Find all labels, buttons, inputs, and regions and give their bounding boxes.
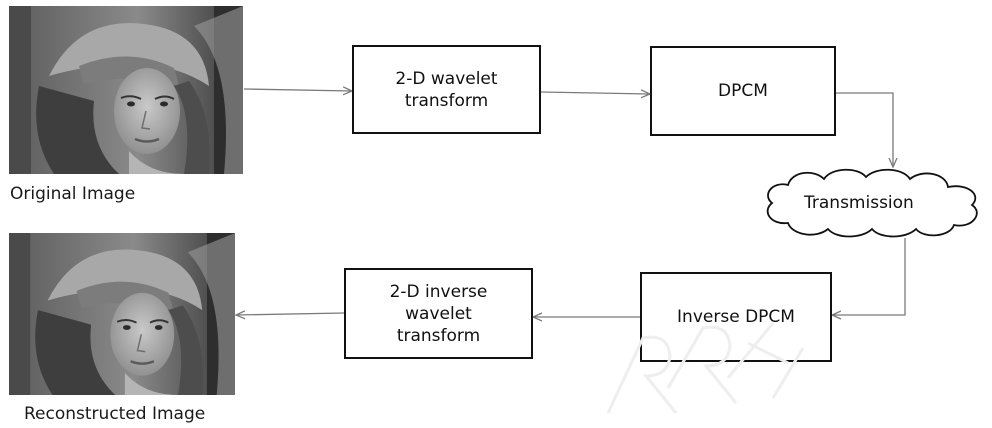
watermark-letters-icon (606, 322, 805, 414)
original-image (9, 6, 243, 174)
inverse-wavelet-line-3: transform (396, 325, 481, 346)
cloud-icon (766, 168, 978, 238)
inverse-wavelet-transform-block: 2-D inverse wavelet transform (344, 268, 533, 359)
reconstructed-image-caption: Reconstructed Image (24, 404, 206, 424)
wavelet-transform-block: 2-D wavelet transform (352, 45, 541, 134)
original-image-caption: Original Image (10, 184, 136, 204)
transmission-label: Transmission (804, 193, 914, 213)
transmission-cloud (766, 168, 978, 238)
dpcm-label: DPCM (718, 81, 768, 101)
portrait-photo-icon (9, 233, 235, 395)
arrow-transmission-to-inverse-dpcm (832, 238, 906, 315)
watermark (606, 322, 805, 414)
reconstructed-image (9, 233, 235, 395)
dpcm-block: DPCM (650, 46, 836, 136)
wavelet-transform-line-1: 2-D wavelet (395, 68, 498, 89)
arrow-dpcm-to-transmission (836, 92, 893, 167)
portrait-photo-icon (9, 6, 243, 174)
inverse-dpcm-block: Inverse DPCM (640, 272, 832, 362)
inverse-wavelet-line-1: 2-D inverse (389, 281, 488, 302)
arrow-inverse-wavelet-to-reconstructed (236, 313, 345, 315)
arrow-wavelet-to-dpcm (540, 92, 650, 94)
inverse-wavelet-line-2: wavelet (405, 303, 472, 324)
wavelet-transform-line-2: transform (404, 90, 489, 111)
inverse-dpcm-label: Inverse DPCM (677, 307, 795, 327)
arrow-original-to-wavelet (243, 89, 352, 91)
